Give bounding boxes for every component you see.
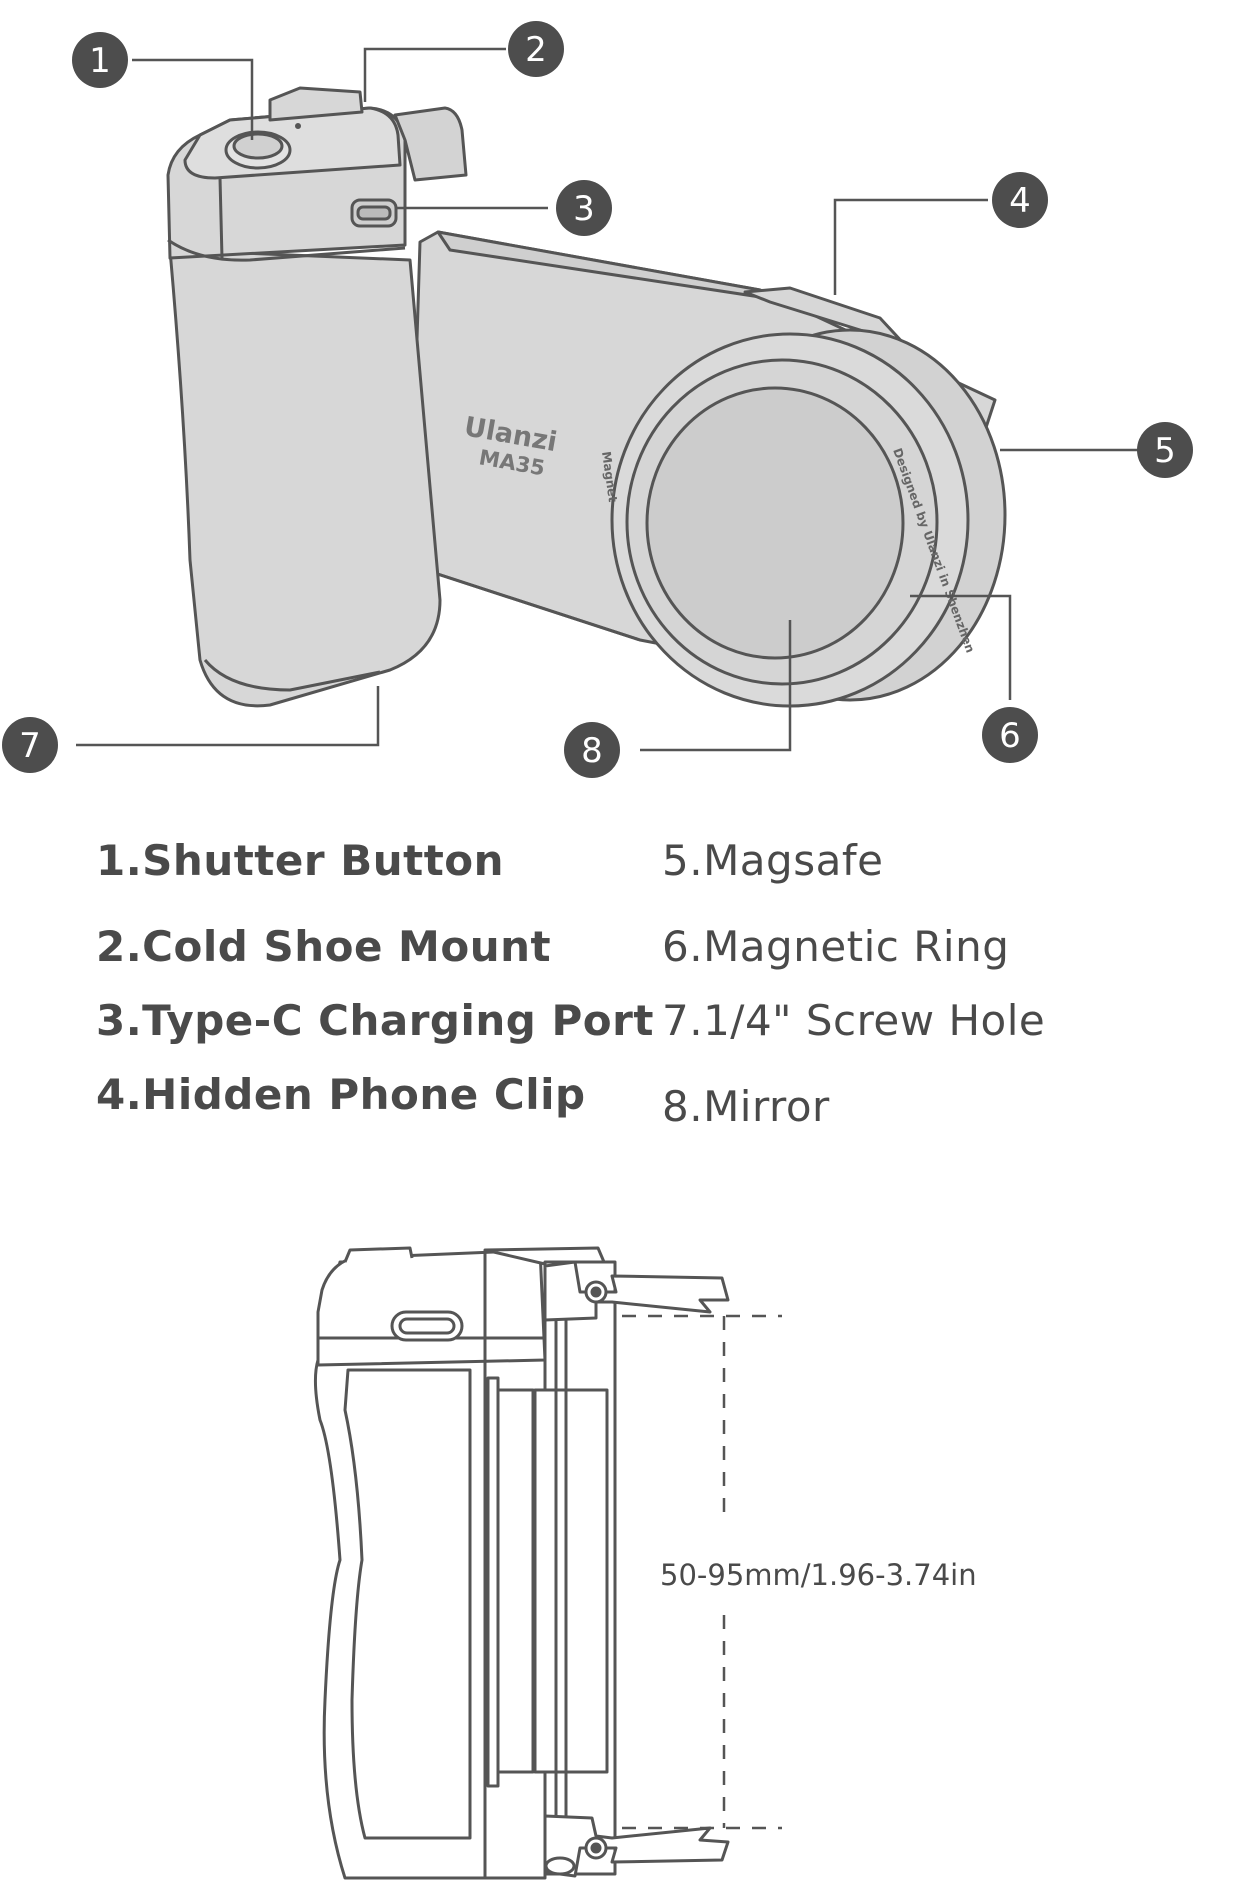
callout-7: 7 xyxy=(2,717,58,773)
clamp-range-label: 50-95mm/1.96-3.74in xyxy=(660,1558,977,1592)
side-grip-top xyxy=(316,1248,547,1367)
callout-1: 1 xyxy=(72,32,128,88)
grip-side-view xyxy=(313,1246,730,1880)
dimension-lines xyxy=(622,1314,782,1830)
grip-bottom-edge xyxy=(203,659,381,692)
part-label-1: 1.Shutter Button xyxy=(96,836,505,885)
part-label-4: 4.Hidden Phone Clip xyxy=(96,1070,586,1119)
svg-text:7: 7 xyxy=(19,726,41,766)
leader-lines xyxy=(76,47,1140,752)
callout-8: 8 xyxy=(564,722,620,778)
callout-6: 6 xyxy=(982,707,1038,763)
cold-shoe-mount xyxy=(268,86,364,122)
grip-perspective-view xyxy=(166,86,1007,708)
grip-top-band xyxy=(167,238,406,262)
svg-text:4: 4 xyxy=(1009,181,1031,221)
part-label-7: 7.1/4" Screw Hole xyxy=(662,996,1046,1045)
callout-3: 3 xyxy=(556,180,612,236)
svg-text:2: 2 xyxy=(525,30,547,70)
part-label-6: 6.Magnetic Ring xyxy=(662,922,1010,971)
grip-handle xyxy=(168,248,442,708)
svg-text:8: 8 xyxy=(581,731,603,771)
callout-5: 5 xyxy=(1137,422,1193,478)
svg-text:3: 3 xyxy=(573,189,595,229)
upper-clamp-jaw xyxy=(543,1260,730,1322)
svg-text:5: 5 xyxy=(1154,431,1176,471)
part-label-8: 8.Mirror xyxy=(662,1082,830,1131)
mirror xyxy=(645,386,905,660)
part-label-3: 3.Type-C Charging Port xyxy=(96,996,654,1045)
part-label-2: 2.Cold Shoe Mount xyxy=(96,922,552,971)
lower-clamp-jaw xyxy=(543,1814,730,1878)
callout-2: 2 xyxy=(508,21,564,77)
callout-4: 4 xyxy=(992,172,1048,228)
part-label-5: 5.Magsafe xyxy=(662,836,884,885)
svg-text:6: 6 xyxy=(999,716,1021,756)
svg-text:1: 1 xyxy=(89,41,111,81)
